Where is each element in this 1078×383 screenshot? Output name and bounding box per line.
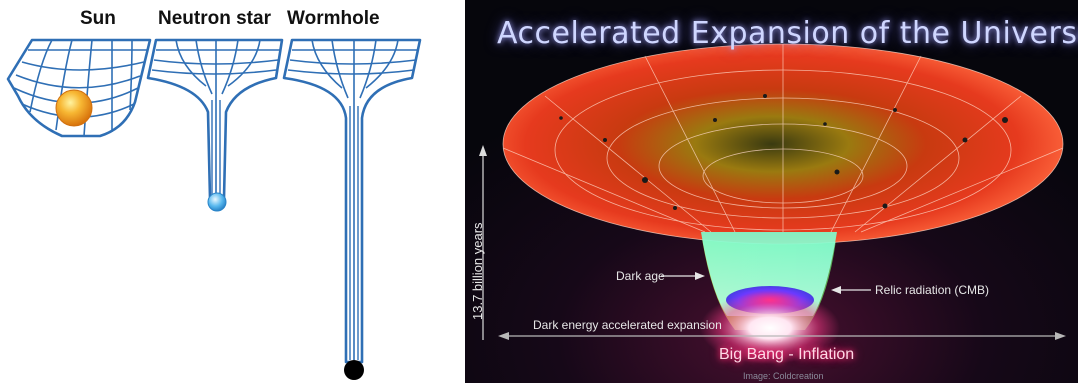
sun-spacetime-grid — [6, 38, 152, 138]
time-axis-label: 13.7 billion years — [470, 222, 485, 320]
curvature-grids — [6, 38, 422, 380]
expansion-title: Accelerated Expansion of the Universe — [497, 16, 1078, 51]
expansion-cone — [465, 0, 1078, 383]
sun-ball — [55, 89, 93, 127]
expansion-label: Dark energy accelerated expansion — [533, 318, 722, 332]
relic-pointer — [831, 286, 871, 294]
dark-age-pointer — [661, 272, 705, 280]
neutron-star-ball — [207, 192, 227, 212]
wormhole-label: Wormhole — [287, 8, 380, 29]
wormhole-spacetime-grid — [282, 38, 422, 364]
expansion-arrow — [498, 332, 1066, 340]
wormhole-end-ball — [344, 360, 364, 380]
spacetime-curvature-diagram: Sun Neutron star Wormhole — [0, 0, 460, 383]
time-axis-arrow — [479, 145, 487, 340]
big-bang-glow — [700, 292, 840, 364]
universe-expansion-illustration: Accelerated Expansion of the Universe 13… — [465, 0, 1078, 383]
dark-age-label: Dark age — [616, 269, 665, 283]
sun-label: Sun — [80, 8, 116, 29]
neutron-star-spacetime-grid — [146, 38, 284, 200]
image-credit: Image: Coldcreation — [743, 371, 824, 381]
relic-radiation-label: Relic radiation (CMB) — [875, 283, 990, 297]
neutron-star-label: Neutron star — [158, 8, 271, 29]
galaxies — [559, 94, 1008, 210]
big-bang-label: Big Bang - Inflation — [719, 346, 855, 363]
